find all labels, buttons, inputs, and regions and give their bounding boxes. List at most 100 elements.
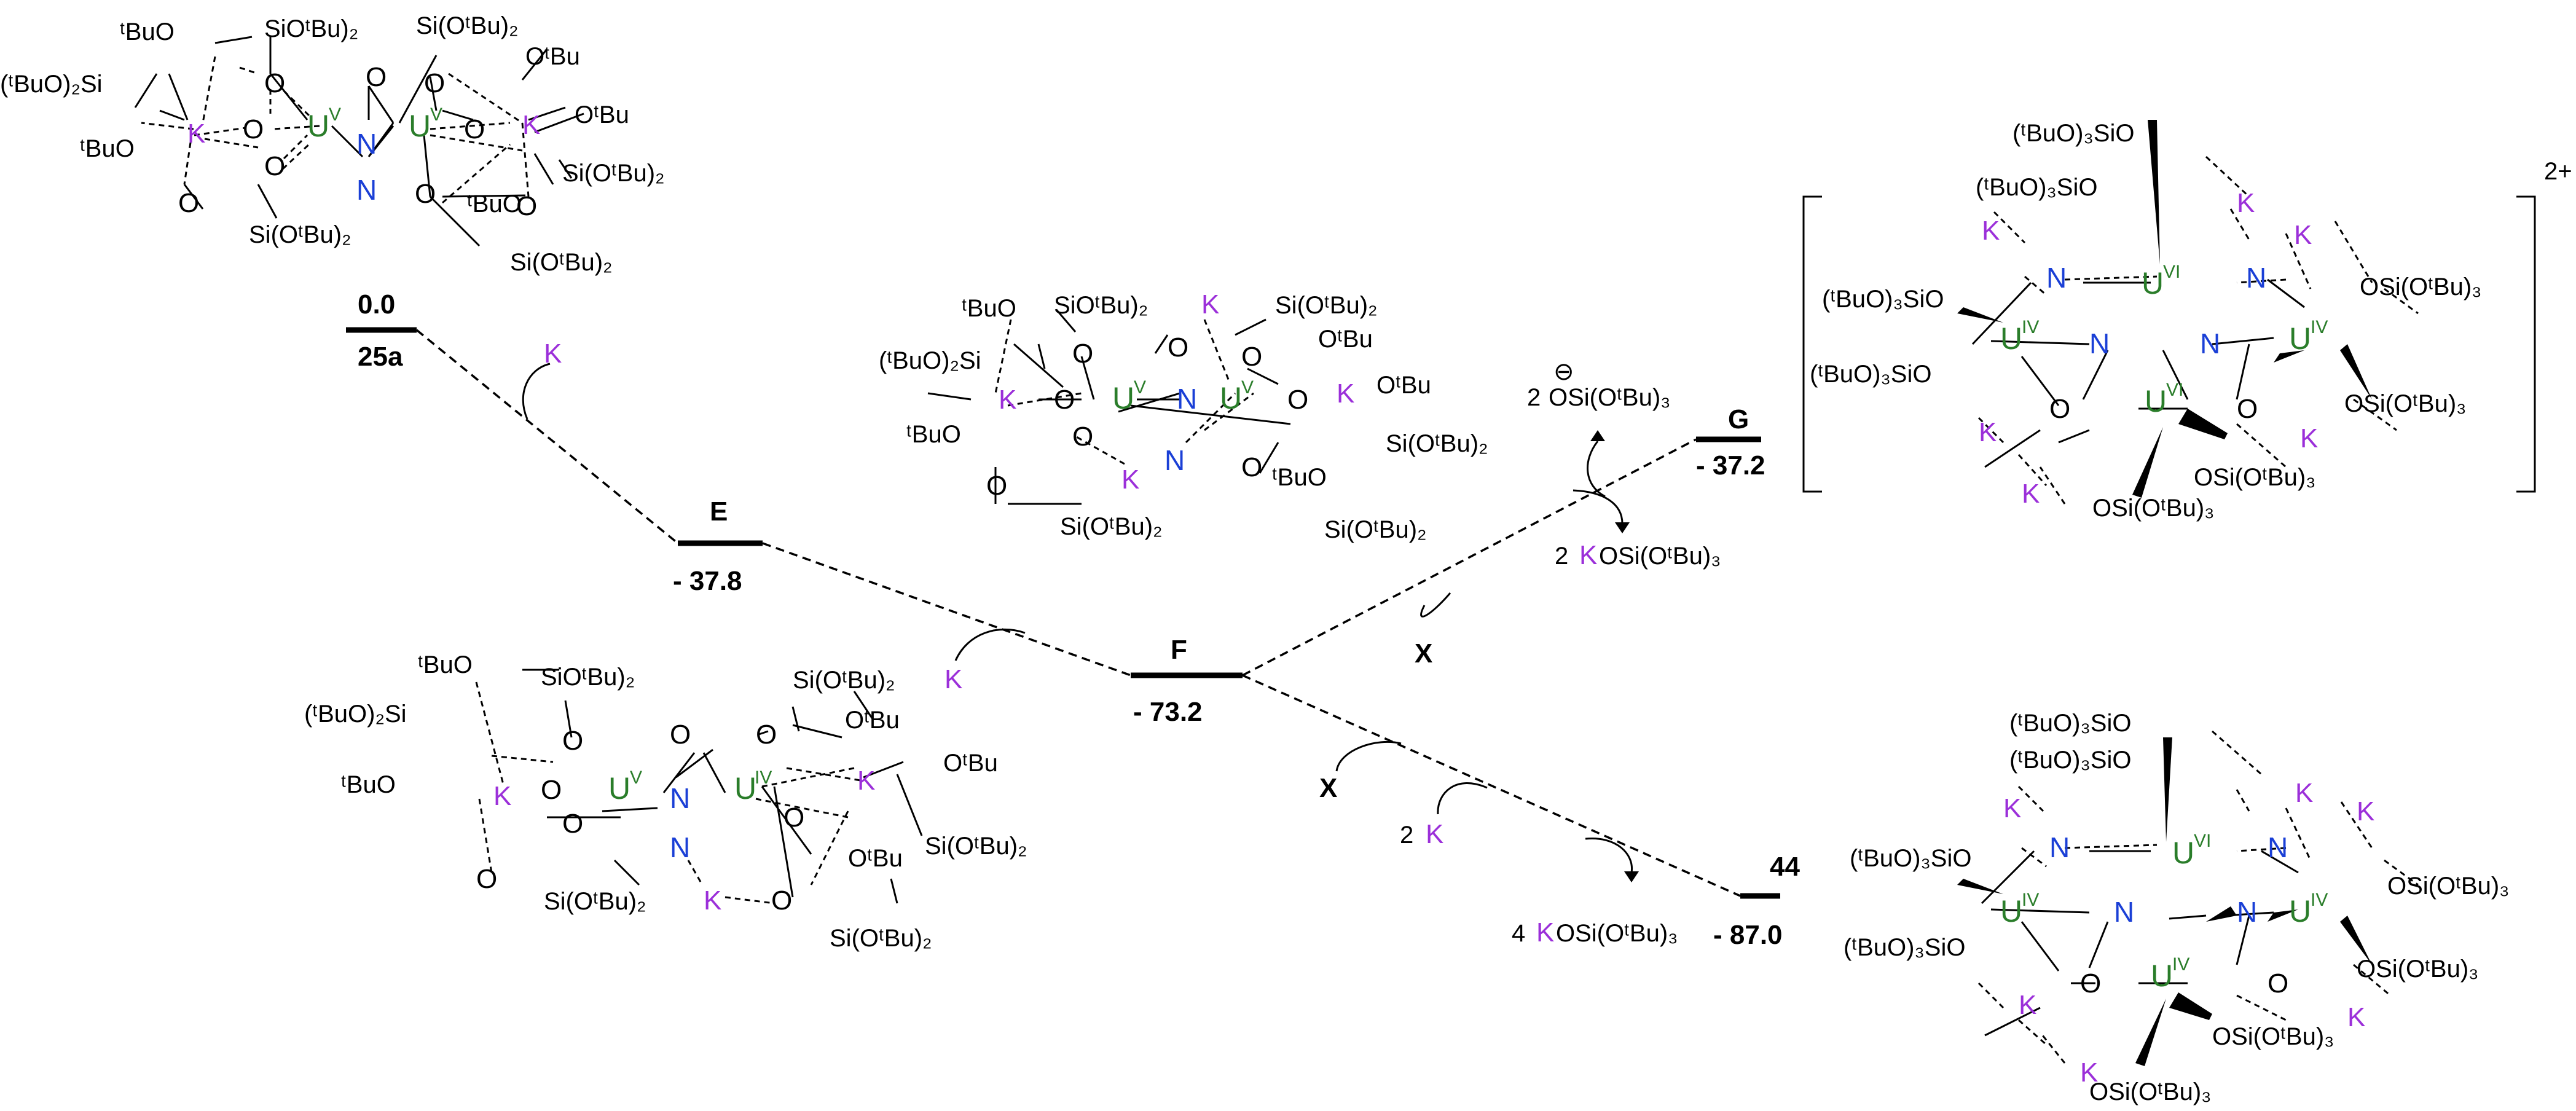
arrow-x-in-G xyxy=(1420,592,1451,618)
osi-anion-formula: OSi(OᵗBu)₃ xyxy=(1549,384,1670,411)
level-E-label: E xyxy=(710,497,728,527)
structure-F: ᵗBuO SiOᵗBu)₂ (ᵗBuO)₂Si ᵗBuO Si(OᵗBu)₂ O… xyxy=(304,651,1027,952)
group-OSiOtBu3: OSi(OᵗBu)₃ xyxy=(2212,1023,2334,1050)
bond xyxy=(1977,730,2419,1064)
reagent-x-1: X xyxy=(1415,638,1432,669)
kosi-4-formula: OSi(OᵗBu)₃ xyxy=(1556,920,1678,947)
wedge-bond xyxy=(2268,909,2298,922)
atom-K: K xyxy=(1337,379,1354,409)
connector-F-44 xyxy=(1242,674,1741,897)
group-OtBu: OᵗBu xyxy=(1318,326,1373,353)
atom-U-oxidation-V: V xyxy=(430,104,442,125)
atom-O: O xyxy=(243,114,264,144)
atom-O: O xyxy=(464,114,485,144)
level-44-label: 44 xyxy=(1770,852,1800,882)
atom-U-oxidation-VI: VI xyxy=(2194,831,2211,851)
atom-O: O xyxy=(986,471,1007,501)
group-SiOtBu2: Si(OᵗBu)₂ xyxy=(830,925,932,952)
arrowhead-kosi-out-G xyxy=(1615,522,1630,533)
group-tBuO3SiO: (ᵗBuO)₃SiO xyxy=(2009,747,2131,774)
level-E-energy: - 37.8 xyxy=(673,566,742,596)
structure-G: 2+ (ᵗBuO)₃SiO (ᵗBuO)₃SiO (ᵗBuO)₃SiO (ᵗBu… xyxy=(1802,120,2572,522)
level-F-label: F xyxy=(1171,635,1187,665)
connector-F-G xyxy=(1242,438,1697,677)
atom-U-oxidation-IV: IV xyxy=(2022,317,2039,337)
atom-O: O xyxy=(1287,385,1308,415)
atom-K: K xyxy=(2300,423,2318,453)
arrowhead-osi-out xyxy=(1590,430,1605,441)
atom-O: O xyxy=(476,864,497,894)
atom-O: O xyxy=(264,68,285,98)
group-SiOtBu2: Si(OᵗBu)₂ xyxy=(562,160,665,187)
group-tBuO3SiO: (ᵗBuO)₃SiO xyxy=(2012,120,2134,147)
group-tBuO3SiO: (ᵗBuO)₃SiO xyxy=(1844,934,1965,961)
group-tBuO3SiO: (ᵗBuO)₃SiO xyxy=(2009,710,2131,737)
atom-K: K xyxy=(2357,796,2374,826)
group-OtBu: OᵗBu xyxy=(1376,372,1431,399)
wedge-bond xyxy=(2340,916,2372,965)
group-SiOtBu2: Si(OᵗBu)₂ xyxy=(925,833,1027,860)
atom-K: K xyxy=(2237,188,2255,218)
bond xyxy=(1971,278,2305,468)
bond xyxy=(134,36,395,219)
arrow-kosi-out-G xyxy=(1573,489,1624,524)
connector-E-F xyxy=(762,542,1131,677)
atom-N: N xyxy=(2200,328,2220,359)
atom-K: K xyxy=(1201,289,1219,320)
group-tBuO3SiO: (ᵗBuO)₃SiO xyxy=(1850,845,1971,872)
arrowhead-kosi-out-44 xyxy=(1624,871,1639,882)
atom-U: U xyxy=(608,771,630,806)
group-SiOtBu2: Si(OᵗBu)₂ xyxy=(544,888,646,915)
atom-U: U xyxy=(2289,894,2311,928)
atom-N: N xyxy=(2114,896,2134,928)
atom-K: K xyxy=(857,766,875,796)
atom-U-oxidation-IV: IV xyxy=(2311,317,2328,337)
atom-N: N xyxy=(670,831,690,863)
atom-K: K xyxy=(2003,793,2021,823)
atom-U: U xyxy=(2289,321,2311,356)
group-SiOtBu2: Si(OᵗBu)₂ xyxy=(1324,516,1427,543)
level-25a-energy: 0.0 xyxy=(358,289,395,320)
level-connectors xyxy=(415,329,1741,897)
level-G-energy: - 37.2 xyxy=(1696,450,1765,481)
atom-U-oxidation-IV: IV xyxy=(755,767,772,788)
bond xyxy=(1977,155,2419,504)
wedge-bond xyxy=(2132,427,2163,498)
atom-O: O xyxy=(562,726,583,756)
atom-O: O xyxy=(1072,422,1093,452)
bond xyxy=(398,49,584,247)
atom-K: K xyxy=(493,781,511,811)
bond xyxy=(927,392,1180,413)
atom-K: K xyxy=(1979,417,1997,447)
kosi-4-coeff: 4 xyxy=(1512,920,1525,947)
atom-U: U xyxy=(2172,836,2194,870)
group-tBuO3SiO: (ᵗBuO)₃SiO xyxy=(1810,361,1931,388)
atom-U-oxidation-V: V xyxy=(1241,377,1254,398)
bond xyxy=(522,669,923,904)
group-SiOtBu2: Si(OᵗBu)₂ xyxy=(249,221,351,248)
atom-K: K xyxy=(1121,465,1139,495)
atom-U: U xyxy=(2000,321,2022,356)
arrow-kosi-out-44 xyxy=(1585,837,1633,873)
atom-U: U xyxy=(1112,381,1134,415)
atom-K: K xyxy=(1982,216,2000,246)
bond xyxy=(2064,275,2287,284)
wedge-bond xyxy=(2163,737,2172,842)
wedge-bond xyxy=(2274,350,2304,363)
wedge-bond xyxy=(2135,999,2166,1066)
wedge-bond xyxy=(2178,409,2228,439)
group-OSiOtBu3: OSi(OᵗBu)₃ xyxy=(2344,390,2466,417)
bond xyxy=(1981,850,2299,1037)
atom-N: N xyxy=(356,174,377,206)
group-OtBu: OᵗBu xyxy=(943,750,998,777)
group-OSiOtBu3: OSi(OᵗBu)₃ xyxy=(2089,1078,2211,1105)
atom-O: O xyxy=(2080,968,2101,999)
atom-U-oxidation-V: V xyxy=(1134,377,1146,398)
complex-charge: 2+ xyxy=(2544,158,2572,185)
group-OtBu: OᵗBu xyxy=(845,707,900,734)
group-OtBu: OᵗBu xyxy=(525,43,580,70)
atom-O: O xyxy=(1168,332,1188,363)
structure-25a: ᵗBuO SiOᵗBu)₂ (ᵗBuO)₂Si ᵗBuO Si(OᵗBu)₂ S… xyxy=(0,12,665,276)
group-OSiOtBu3: OSi(OᵗBu)₃ xyxy=(2194,464,2315,491)
atom-O: O xyxy=(424,68,445,98)
